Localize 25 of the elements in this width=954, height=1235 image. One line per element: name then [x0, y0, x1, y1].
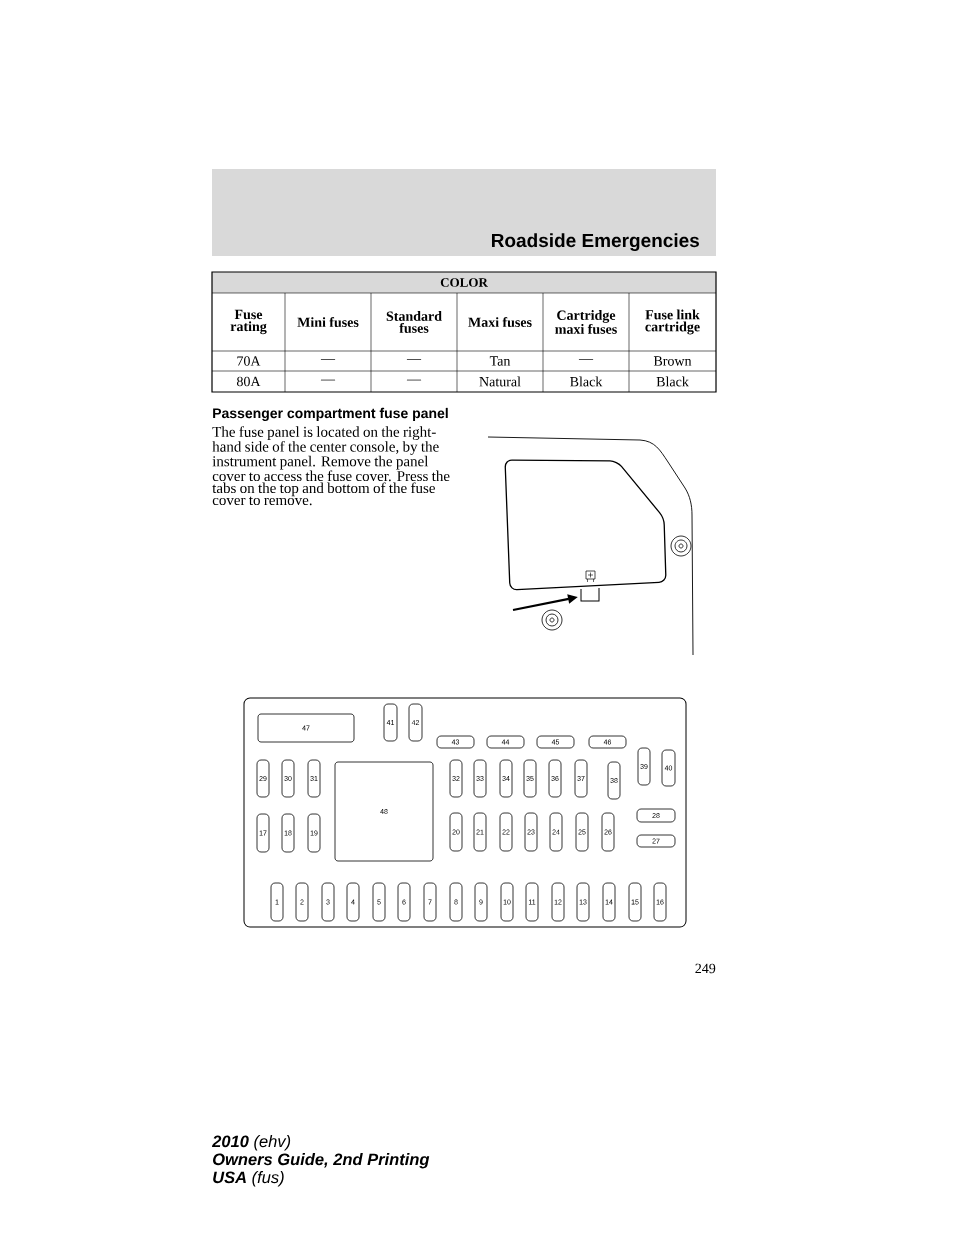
column-header: Maxi fuses [468, 317, 532, 327]
page-number: 249 [695, 963, 716, 974]
table-cell: Tan [489, 356, 511, 366]
table-cell: — [578, 359, 594, 360]
table-cell: Natural [479, 376, 521, 387]
table-cell: — [320, 379, 336, 381]
table-cell: 80A [237, 376, 261, 387]
footer-line: USA (fus) [213, 1171, 284, 1187]
table-cell: Black [570, 376, 603, 387]
table-cell: Brown [653, 356, 692, 366]
column-header: Cartridge maxi fuses [555, 310, 617, 334]
column-header: Fuse rating [230, 309, 267, 335]
table-cell: 70A [237, 356, 261, 366]
body-paragraph: The fuse panel is located on the right-hand side of the center console, by the instrument panel. Remove the panel cover to access the fuse cover. Press the tabs on the top and bottom of the fuse cover to remove. [212, 426, 450, 506]
column-header: Mini fuses [297, 317, 359, 327]
footer-line: Owners Guide, 2nd Printing [213, 1153, 430, 1169]
section-heading: Passenger compartment fuse panel [213, 407, 448, 421]
column-header: Standard fuses [386, 311, 442, 333]
table-cell: — [406, 359, 422, 360]
table-cell: — [320, 359, 336, 360]
table-cell: — [406, 379, 422, 381]
table-cell: Black [656, 376, 689, 387]
title-band: Roadside Emergencies [212, 169, 716, 256]
footer-line: 2010 (ehv) [211, 1135, 291, 1151]
column-header: Fuse link cartridge [645, 309, 700, 335]
